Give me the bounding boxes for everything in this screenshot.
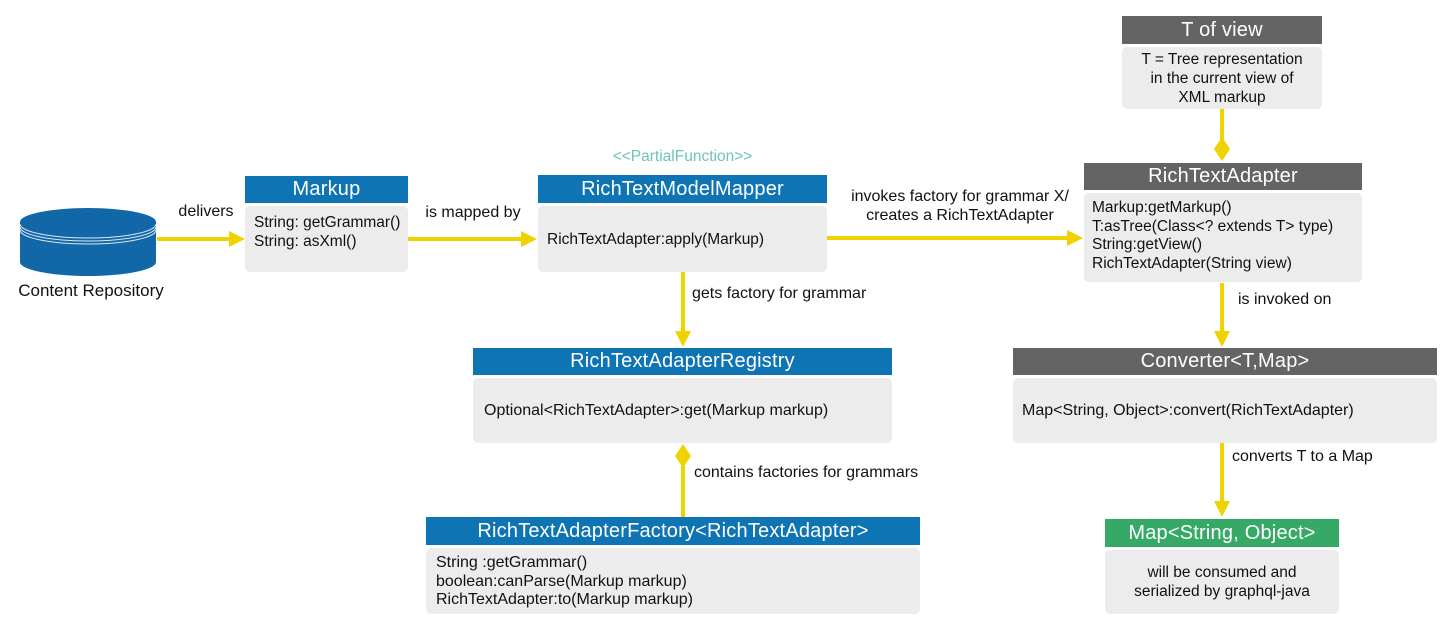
edge-label-invokes-factory: invokes factory for grammar X/ creates a… [832, 187, 1088, 225]
edge-label-gets-factory: gets factory for grammar [692, 285, 867, 302]
edge-label-line: invokes factory for grammar X/ [851, 188, 1069, 205]
member-line: RichTextAdapter(String view) [1092, 254, 1292, 272]
note-line: will be consumed and [1147, 564, 1297, 581]
node-registry: RichTextAdapterRegistry Optional<RichTex… [473, 348, 892, 443]
note-line: serialized by graphql-java [1134, 583, 1310, 600]
node-registry-members: Optional<RichTextAdapter>:get(Markup mar… [473, 378, 892, 443]
arrow-delivers-head [229, 231, 245, 247]
member-line: String: asXml() [254, 233, 357, 250]
edge-label-is-mapped-by: is mapped by [425, 204, 521, 221]
edge-label-is-invoked-on: is invoked on [1238, 291, 1332, 308]
node-factory-title: RichTextAdapterFactory<RichTextAdapter> [426, 517, 920, 545]
node-map-result: Map<String, Object> will be consumed and… [1105, 519, 1339, 614]
edge-label-delivers: delivers [178, 203, 234, 220]
node-map-result-title: Map<String, Object> [1105, 519, 1339, 547]
edge-label-contains-factories: contains factories for grammars [694, 464, 919, 481]
node-converter: Converter<T,Map> Map<String, Object>:con… [1013, 348, 1437, 443]
note-line: XML markup [1178, 88, 1266, 106]
edge-label-line: creates a RichTextAdapter [866, 207, 1054, 224]
node-rich-text-adapter-members: Markup:getMarkup() T:asTree(Class<? exte… [1084, 193, 1362, 282]
node-model-mapper-members: RichTextAdapter:apply(Markup) [538, 206, 827, 272]
member-line: T:asTree(Class<? extends T> type) [1092, 217, 1334, 235]
arrow-gets-factory-head [675, 331, 691, 347]
member-line: Markup:getMarkup() [1092, 199, 1232, 216]
node-model-mapper: RichTextModelMapper RichTextAdapter:appl… [538, 175, 827, 272]
node-model-mapper-title: RichTextModelMapper [538, 175, 827, 203]
member-line: String :getGrammar() [436, 554, 588, 571]
member-line: String:getView() [1092, 236, 1202, 253]
edge-label-converts: converts T to a Map [1232, 448, 1373, 465]
node-converter-title: Converter<T,Map> [1013, 348, 1437, 375]
node-rich-text-adapter: RichTextAdapter Markup:getMarkup() T:asT… [1084, 163, 1362, 282]
node-factory-members: String :getGrammar() boolean:canParse(Ma… [426, 548, 920, 614]
arrow-invokes-head [1067, 230, 1083, 246]
note-line: T = Tree representation [1141, 50, 1303, 68]
node-factory: RichTextAdapterFactory<RichTextAdapter> … [426, 517, 920, 614]
stereotype-partial-function: <<PartialFunction>> [612, 148, 753, 165]
node-registry-title: RichTextAdapterRegistry [473, 348, 892, 375]
member-line: RichTextAdapter:to(Markup markup) [436, 591, 693, 608]
arrow-mapped-head [521, 231, 537, 247]
node-markup: Markup String: getGrammar() String: asXm… [245, 176, 408, 272]
note-line: in the current view of [1150, 69, 1294, 87]
arrow-tofview-diamond [1214, 137, 1230, 161]
node-map-result-note: will be consumed and serialized by graph… [1105, 550, 1339, 614]
node-t-of-view-title: T of view [1122, 16, 1322, 44]
node-converter-members: Map<String, Object>:convert(RichTextAdap… [1013, 378, 1437, 443]
node-rich-text-adapter-title: RichTextAdapter [1084, 163, 1362, 190]
member-line: RichTextAdapter:apply(Markup) [547, 230, 765, 248]
content-repository-label: Content Repository [18, 281, 164, 300]
member-line: Optional<RichTextAdapter>:get(Markup mar… [484, 402, 829, 419]
node-t-of-view: T of view T = Tree representation in the… [1122, 16, 1322, 109]
arrow-invoked-on-head [1214, 331, 1230, 347]
database-icon [19, 208, 157, 276]
member-line: Map<String, Object>:convert(RichTextAdap… [1022, 402, 1354, 419]
arrow-contains-diamond [675, 444, 691, 468]
member-line: boolean:canParse(Markup markup) [436, 572, 687, 590]
node-markup-title: Markup [245, 176, 408, 203]
member-line: String: getGrammar() [254, 214, 401, 231]
node-markup-members: String: getGrammar() String: asXml() [245, 206, 408, 272]
arrow-converts-head [1214, 501, 1230, 517]
node-t-of-view-note: T = Tree representation in the current v… [1122, 47, 1322, 109]
